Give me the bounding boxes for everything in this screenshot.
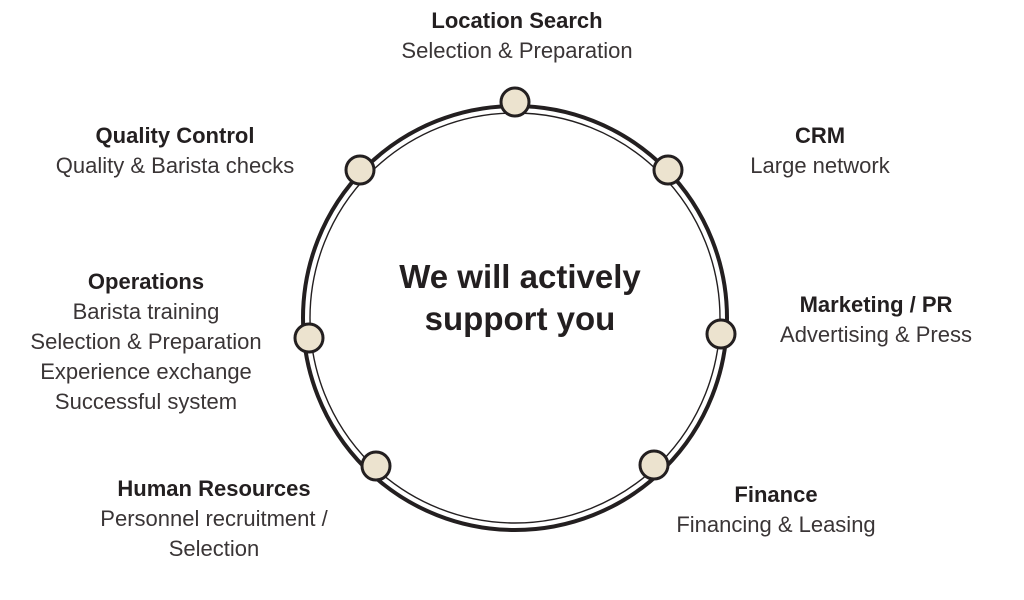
center-heading-line-1: We will actively (399, 258, 641, 295)
center-heading: We will actively support you (370, 256, 670, 340)
label-crm-title: CRM (794, 123, 846, 148)
label-finance: Finance Financing & Leasing (650, 480, 902, 540)
label-operations: Operations Barista training Selection & … (10, 267, 282, 417)
label-operations-title: Operations (87, 269, 205, 294)
label-human-resources-line-2: Selection (168, 536, 260, 561)
label-human-resources: Human Resources Personnel recruitment / … (76, 474, 352, 564)
node-finance (638, 449, 670, 481)
label-operations-line-2: Selection & Preparation (30, 329, 262, 354)
node-crm (652, 154, 684, 186)
label-quality-control-line: Quality & Barista checks (55, 153, 295, 178)
label-operations-line-4: Successful system (54, 389, 238, 414)
node-human-resources (360, 450, 392, 482)
label-location-search: Location Search Selection & Preparation (367, 6, 667, 66)
label-quality-control-title: Quality Control (95, 123, 255, 148)
node-location-search (499, 86, 531, 118)
label-finance-title: Finance (734, 482, 818, 507)
node-quality-control (344, 154, 376, 186)
label-marketing-pr-title: Marketing / PR (799, 292, 953, 317)
label-location-search-line: Selection & Preparation (401, 38, 633, 63)
label-marketing-pr-line: Advertising & Press (780, 322, 972, 347)
label-crm-line: Large network (750, 153, 890, 178)
label-marketing-pr: Marketing / PR Advertising & Press (745, 290, 1007, 350)
label-location-search-title: Location Search (431, 8, 603, 33)
center-heading-line-2: support you (424, 300, 616, 337)
label-operations-line-3: Experience exchange (40, 359, 252, 384)
node-operations (293, 322, 325, 354)
label-operations-line-1: Barista training (72, 299, 220, 324)
label-quality-control: Quality Control Quality & Barista checks (40, 121, 310, 181)
label-finance-line: Financing & Leasing (676, 512, 876, 537)
node-marketing-pr (705, 318, 737, 350)
label-human-resources-title: Human Resources (117, 476, 311, 501)
label-crm: CRM Large network (720, 121, 920, 181)
label-human-resources-line-1: Personnel recruitment / (100, 506, 328, 531)
